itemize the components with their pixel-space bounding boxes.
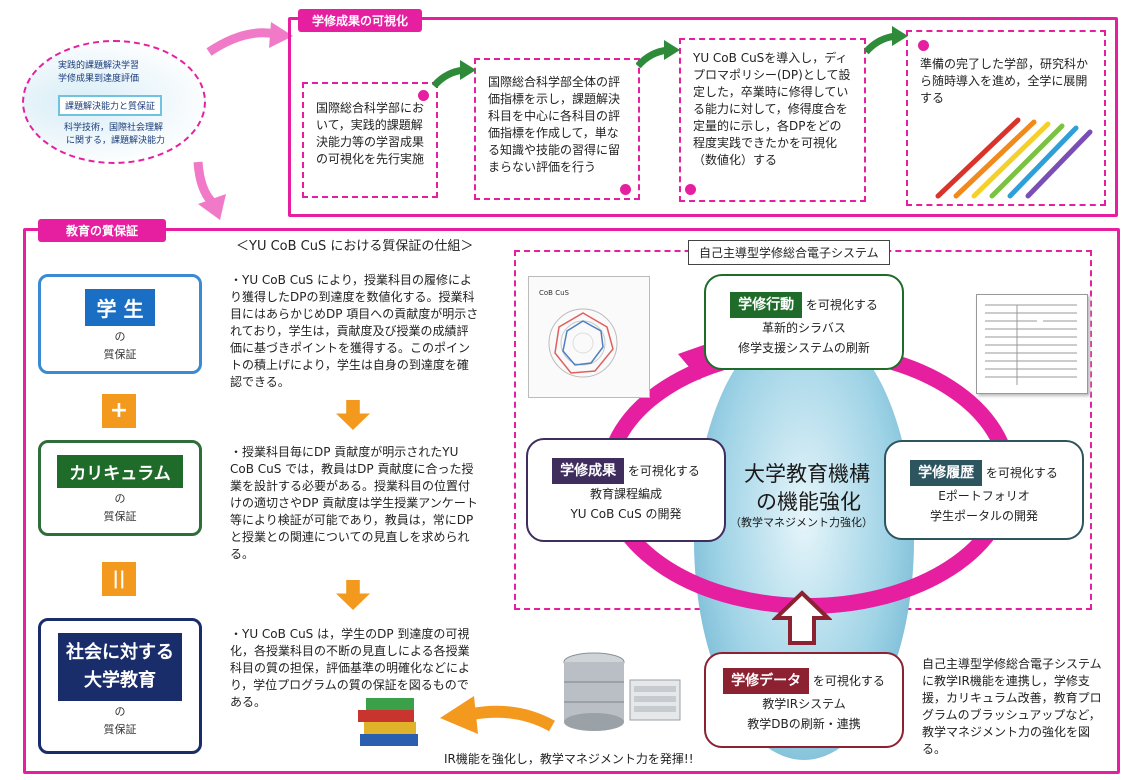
step-box-4-text: 準備の完了した学部，研究科から随時導入を進め，全学に展開する [920,57,1089,105]
logo-line3: 科学技術，国際社会理解 [64,123,164,133]
green-arrow-2 [636,40,680,69]
box-learning-history-label: 学修履歴 [910,460,983,486]
box-learning-outcome: 学修成果 を可視化する 教育課程編成 YU CoB CuS の開発 [526,438,726,542]
logo-circle: 実践的課題解決学習 学修成果到達度評価 課題解決能力と質保証 科学技術，国際社会… [22,40,206,164]
box-learning-data-label: 学修データ [723,668,810,694]
box-learning-behavior: 学修行動 を可視化する 革新的シラバス 修学支援システムの刷新 [704,274,904,370]
plus-sign: + [102,394,136,428]
box-learning-data-line1: 教学IRシステム [762,697,846,711]
step-box-1-dot [418,90,429,101]
quality-assurance-panel [23,228,1120,774]
box-learning-history-line1: Eポートフォリオ [938,489,1030,503]
visualization-panel-title: 学修成果の可視化 [298,9,423,32]
visualization-panel [288,17,1118,217]
box-learning-outcome-line1: 教育課程編成 [589,487,662,501]
orange-curve-arrow [440,696,555,734]
box-learning-behavior-label: 学修行動 [730,292,803,318]
equal-sign: || [102,562,136,596]
box-learning-behavior-line2: 修学支援システムの刷新 [738,341,870,355]
paragraph-3: ・YU CoB CuS は，学生のDP 到達度の可視化，各授業科目の不断の見直し… [230,627,471,709]
document-thumbnail-lines [985,304,1077,385]
document-thumbnail [976,294,1088,394]
logo-line4: に関する，課題解決能力 [66,136,166,146]
card-curriculum: カリキュラム の 質保証 [38,440,202,536]
box-learning-behavior-suffix: を可視化する [805,298,878,312]
box-learning-data-line2: 教学DBの刷新・連携 [747,717,861,731]
card-student-tag: 学 生 [84,289,156,326]
step-box-3-text: YU CoB CuSを導入し，ディプロマポリシー(DP)として設定した，卒業時に… [693,51,851,167]
logo-line2: 学修成果到達度評価 [58,74,140,84]
quality-assurance-panel-title: 教育の質保証 [38,219,167,242]
box-learning-history-suffix: を可視化する [985,466,1058,480]
step-box-2-dot [620,184,631,195]
system-title: 自己主導型学修総合電子システム [688,240,890,265]
step-box-4-dot [918,40,929,51]
card-society-label: 質保証 [103,723,137,736]
step-box-1-text: 国際総合科学部において，実践的課題解決能力等の学習成果の可視化を先行実施 [316,101,425,166]
card-curriculum-of: の [114,492,126,505]
rainbow-arrows-illustration [935,117,1093,199]
green-arrow-3 [864,26,908,55]
box-learning-outcome-suffix: を可視化する [627,464,700,478]
logo-badge: 課題解決能力と質保証 [58,95,163,116]
green-arrow-1 [432,60,476,89]
center-title-1: 大学教育機構 [744,462,870,486]
box-learning-data-suffix: を可視化する [812,674,885,688]
box-learning-outcome-line2: YU CoB CuS の開発 [570,507,682,521]
paragraph-1: ・YU CoB CuS により，授業科目の履修により獲得したDPの到達度を数値化… [230,273,479,389]
database-icon [563,652,681,731]
paragraph-2: ・授業科目毎にDP 貢献度が明示されたYU CoB CuS では，教員はDP 貢… [230,445,478,561]
step-box-2: 国際総合科学部全体の評価指標を示し，課題解決科目を中心に各科目の評価指標を作成し… [474,58,640,200]
card-curriculum-label: 質保証 [103,510,137,523]
card-student-of: の [114,330,126,343]
card-curriculum-tag: カリキュラム [57,455,183,488]
card-student-label: 質保証 [103,348,137,361]
box-learning-history: 学修履歴 を可視化する Eポートフォリオ 学生ポータルの開発 [884,440,1084,540]
box-learning-outcome-label: 学修成果 [552,458,625,484]
radar-chart-thumbnail: CoB CuS [528,276,650,398]
center-title-3: （教学マネジメント力強化） [730,516,873,529]
step-box-3-dot [685,184,696,195]
card-society-of: の [114,705,126,718]
box-learning-history-line2: 学生ポータルの開発 [929,509,1038,523]
radar-chart-thumbnail-title: CoB CuS [539,289,569,297]
card-student: 学 生 の 質保証 [38,274,202,374]
step-box-2-text: 国際総合科学部全体の評価指標を示し，課題解決科目を中心に各科目の評価指標を作成し… [488,75,621,174]
step-box-4: 準備の完了した学部，研究科から随時導入を進め，全学に展開する [906,30,1106,206]
mechanism-title: ＜YU CoB CuS における質保証の仕組＞ [236,239,474,254]
ir-caption: IR機能を強化し，教学マネジメント力を発揮!! [444,752,694,766]
pink-curve-arrow-right [206,22,293,56]
card-society-tag: 社会に対する 大学教育 [58,633,182,701]
pink-curve-arrow-down [193,161,226,220]
card-society: 社会に対する 大学教育 の 質保証 [38,618,202,754]
center-title-2: の機能強化 [756,490,861,514]
radar-chart-graphic [548,308,618,378]
books-icon [358,698,418,746]
box-learning-data: 学修データ を可視化する 教学IRシステム 教学DBの刷新・連携 [704,652,904,748]
step-box-1: 国際総合科学部において，実践的課題解決能力等の学習成果の可視化を先行実施 [302,82,438,198]
step-box-3: YU CoB CuSを導入し，ディプロマポリシー(DP)として設定した，卒業時に… [679,38,866,202]
up-arrow [772,590,832,645]
box-learning-behavior-line1: 革新的シラバス [762,321,846,335]
system-description: 自己主導型学修総合電子システムに教学IR機能を連携し，学修支援，カリキュラム改善… [922,657,1102,756]
logo-line1: 実践的課題解決学習 [58,61,140,71]
